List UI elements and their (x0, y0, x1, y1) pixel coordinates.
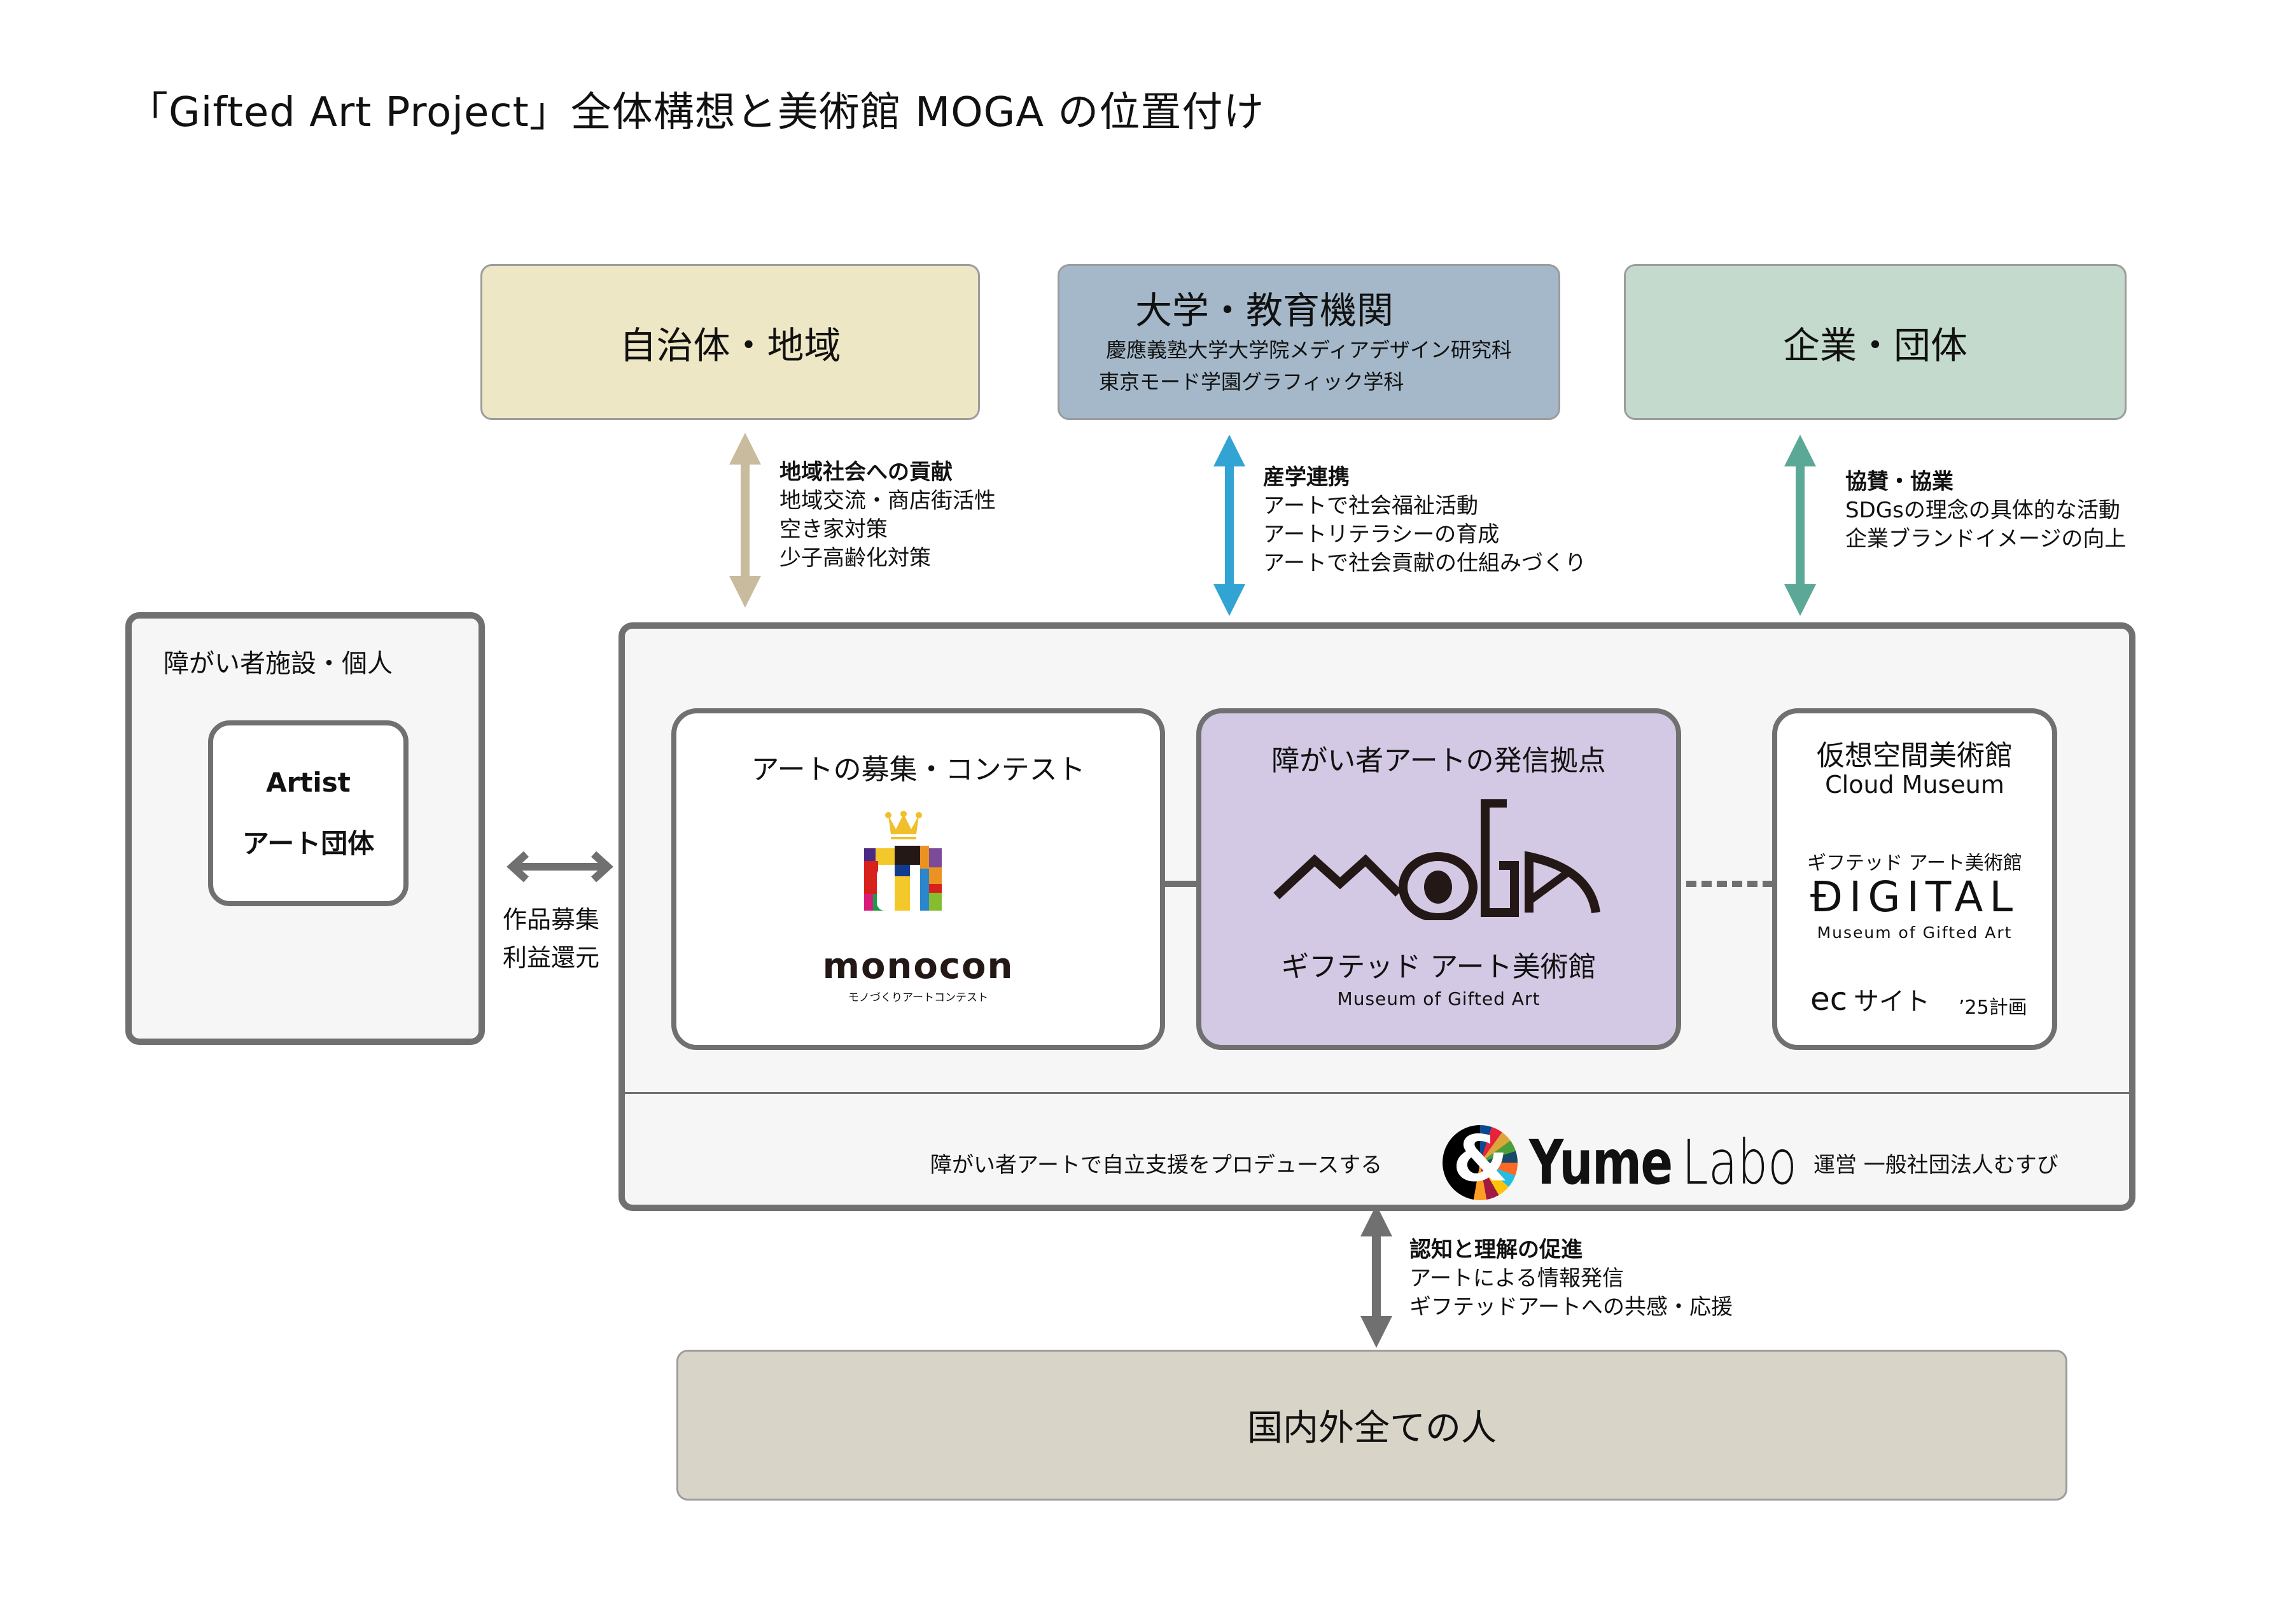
card-title: 仮想空間美術館 (1817, 739, 2013, 772)
card-title: 障がい者アートの発信拠点 (1271, 745, 1606, 777)
frame-divider (625, 1092, 2129, 1094)
labo-wordmark: Labo (1682, 1127, 1797, 1198)
relation-line: アートリテラシーの育成 (1263, 522, 1500, 547)
digital-en-name: Museum of Gifted Art (1817, 923, 2013, 942)
double-arrow-public (1360, 1205, 1392, 1348)
exchange-line: 利益還元 (503, 944, 600, 972)
art-group-label: アート団体 (242, 828, 375, 859)
artist-label: Artist (266, 767, 351, 798)
relation-heading: 協賛・協業 (1845, 469, 1953, 494)
relation-heading: 認知と理解の促進 (1409, 1237, 1583, 1263)
relation-line: 地域交流・商店街活性 (779, 488, 996, 514)
ampersand-glyph: & (1453, 1125, 1509, 1196)
relation-line: 空き家対策 (779, 517, 888, 542)
stakeholder-label: 企業・団体 (1782, 323, 1967, 367)
monocon-tagline: モノづくりアートコンテスト (848, 991, 988, 1004)
yume-wordmark: Yume (1529, 1127, 1673, 1198)
double-arrow-university (1213, 435, 1245, 616)
relation-heading: 産学連携 (1263, 465, 1350, 490)
school-name: 東京モード学園グラフィック学科 (1099, 369, 1404, 394)
solid-connector (1165, 881, 1196, 887)
exchange-line: 作品募集 (503, 906, 600, 934)
relation-note-public: 認知と理解の促進 アートによる情報発信 ギフテッドアートへの共感・応援 (1409, 1236, 1733, 1322)
artist-box: Artist アート団体 (208, 720, 409, 906)
relation-line: ギフテッドアートへの共感・応援 (1409, 1294, 1733, 1320)
sdgs-ampersand-icon: & (1443, 1125, 1518, 1200)
stakeholder-university: 大学・教育機関 慶應義塾大学大学院メディアデザイン研究科 東京モード学園グラフィ… (1058, 264, 1560, 420)
card-title: アートの募集・コンテスト (751, 753, 1086, 786)
general-public-box: 国内外全ての人 (676, 1350, 2067, 1501)
exchange-note: 作品募集 利益還元 (503, 900, 599, 977)
moga-card: 障がい者アートの発信拠点 ギフテッド アート美術館 Museum of Gift… (1196, 708, 1681, 1050)
facility-group-label: 障がい者施設・個人 (164, 649, 393, 678)
yumelabo-project-frame: アートの募集・コンテスト monocon モノづくりアートコンテスト (618, 622, 2135, 1211)
yumelabo-tagline: 障がい者アートで自立支援をプロデュースする (930, 1152, 1383, 1178)
facility-group-box: 障がい者施設・個人 Artist アート団体 (125, 612, 485, 1045)
digital-museum-card: 仮想空間美術館 Cloud Museum ギフテッド アート美術館 ĐIGITA… (1772, 708, 2057, 1050)
stakeholder-local-government: 自治体・地域 (480, 264, 980, 420)
plan-label: ’25計画 (1959, 997, 2027, 1019)
dotted-connector (1686, 881, 1772, 887)
relation-line: SDGsの理念の具体的な活動 (1845, 498, 2120, 523)
page-title: 「Gifted Art Project」全体構想と美術館 MOGA の位置付け (127, 89, 1265, 136)
relation-line: アートで社会貢献の仕組みづくり (1263, 550, 1586, 576)
stakeholder-label: 自治体・地域 (619, 323, 841, 367)
relation-line: アートで社会福祉活動 (1263, 493, 1478, 519)
relation-note-corporate: 協賛・協業 SDGsの理念の具体的な活動 企業ブランドイメージの向上 (1845, 468, 2126, 554)
digital-wordmark: ĐIGITAL (1810, 872, 2020, 921)
card-subtitle: Cloud Museum (1825, 771, 2004, 799)
digital-jp-name: ギフテッド アート美術館 (1807, 852, 2022, 874)
relation-note-local: 地域社会への貢献 地域交流・商店街活性 空き家対策 少子高齢化対策 (779, 458, 996, 573)
moga-logo-icon (1273, 799, 1600, 920)
double-arrow-local (729, 433, 761, 608)
ec-site-label: サイト (1854, 987, 1930, 1016)
stakeholder-corporate: 企業・団体 (1624, 264, 2127, 420)
relation-note-university: 産学連携 アートで社会福祉活動 アートリテラシーの育成 アートで社会貢献の仕組み… (1263, 463, 1586, 578)
monocon-logo-icon (864, 811, 942, 911)
relation-line: 企業ブランドイメージの向上 (1845, 526, 2127, 552)
yumelabo-logo: & Yume Labo (1443, 1124, 1829, 1201)
moga-jp-name: ギフテッド アート美術館 (1281, 951, 1597, 983)
moga-en-name: Museum of Gifted Art (1337, 988, 1541, 1009)
relation-line: 少子高齢化対策 (779, 545, 931, 571)
relation-heading: 地域社会への貢献 (779, 459, 953, 485)
university-name: 慶應義塾大学大学院メディアデザイン研究科 (1106, 337, 1512, 362)
operator-label: 運営 一般社団法人むすび (1813, 1152, 2058, 1178)
horizontal-double-arrow (507, 851, 613, 882)
relation-line: アートによる情報発信 (1409, 1266, 1624, 1291)
general-public-label: 国内外全ての人 (1247, 1408, 1497, 1449)
stakeholder-label: 大学・教育機関 (1135, 288, 1394, 332)
ec-label: ec (1810, 981, 1848, 1018)
double-arrow-corporate (1784, 435, 1816, 616)
monocon-wordmark: monocon (822, 946, 1014, 987)
monocon-card: アートの募集・コンテスト monocon モノづくりアートコンテスト (671, 708, 1165, 1050)
